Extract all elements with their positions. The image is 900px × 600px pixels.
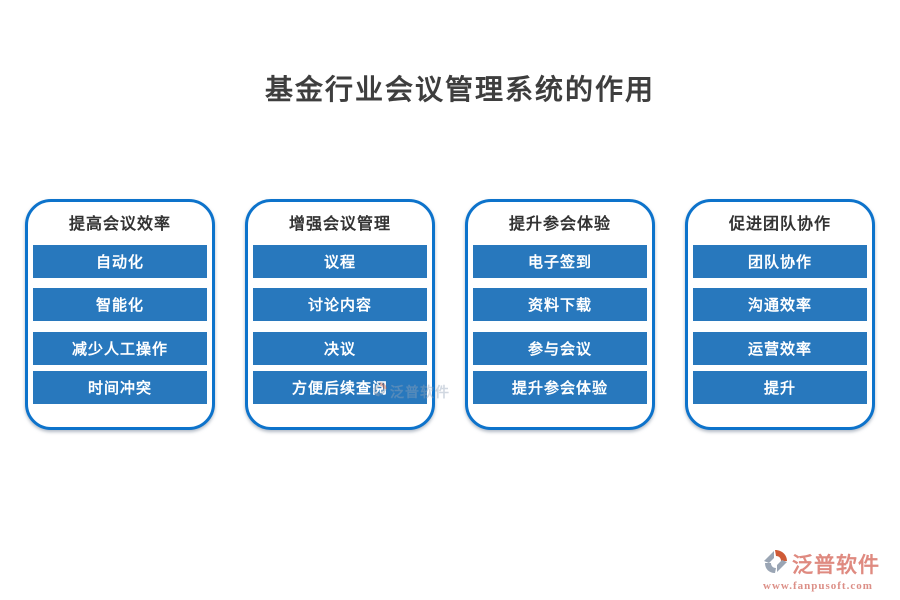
item-box: 时间冲突 (33, 371, 207, 404)
item-box: 提升 (693, 371, 867, 404)
panel-promote-team-collaboration: 促进团队协作 团队协作 沟通效率 运营效率 提升 (685, 199, 875, 430)
brand-url: www.fanpusoft.com (763, 580, 873, 592)
item-box: 智能化 (33, 288, 207, 321)
panel-header: 增强会议管理 (288, 216, 391, 233)
item-box: 资料下载 (473, 288, 647, 321)
brand-watermark: 泛普软件 www.fanpusoft.com (763, 548, 880, 592)
panel-improve-attendance-experience: 提升参会体验 电子签到 资料下载 参与会议 提升参会体验 (465, 199, 655, 430)
panel-header: 促进团队协作 (728, 216, 831, 233)
item-box: 决议 (253, 332, 427, 365)
fanpu-logo-icon (763, 548, 789, 579)
panel-improve-meeting-efficiency: 提高会议效率 自动化 智能化 减少人工操作 时间冲突 (25, 199, 215, 430)
item-box: 沟通效率 (693, 288, 867, 321)
item-box: 方便后续查阅 (253, 371, 427, 404)
item-box: 参与会议 (473, 332, 647, 365)
page-title: 基金行业会议管理系统的作用 (264, 75, 655, 106)
item-box: 讨论内容 (253, 288, 427, 321)
item-box: 提升参会体验 (473, 371, 647, 404)
panel-enhance-meeting-management: 增强会议管理 议程 讨论内容 决议 方便后续查阅 (245, 199, 435, 430)
item-box: 议程 (253, 245, 427, 278)
item-box: 电子签到 (473, 245, 647, 278)
panel-header: 提高会议效率 (68, 216, 171, 233)
panel-header: 提升参会体验 (508, 216, 611, 233)
item-box: 减少人工操作 (33, 332, 207, 365)
item-box: 运营效率 (693, 332, 867, 365)
item-box: 自动化 (33, 245, 207, 278)
item-box: 团队协作 (693, 245, 867, 278)
brand-name: 泛普软件 (792, 553, 880, 577)
